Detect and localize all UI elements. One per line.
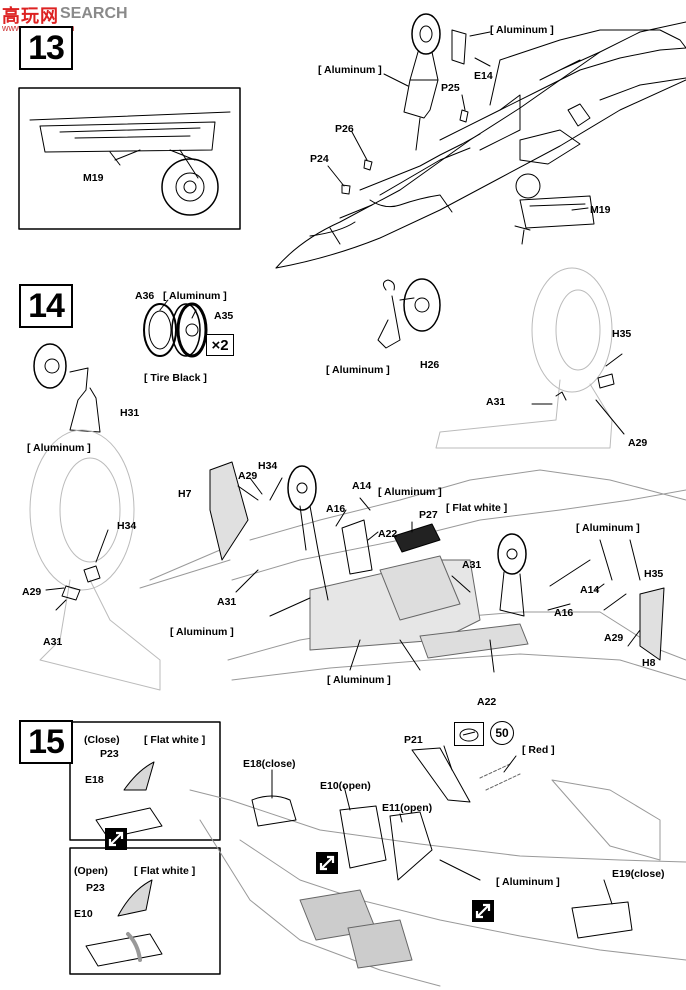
swap-arrow-icon: [105, 828, 127, 850]
label-part-a16: A16: [554, 607, 574, 619]
label-part-a22: A22: [477, 696, 497, 708]
label-part-h34: H34: [117, 520, 137, 532]
label-aluminum: [ Aluminum ]: [496, 876, 560, 888]
watermark-site: 高玩网: [2, 6, 59, 26]
label-flat-white: [ Flat white ]: [446, 502, 508, 514]
label-part-e18-close: E18(close): [243, 758, 296, 770]
step13-inset: [18, 87, 241, 230]
label-part-e19-close: E19(close): [612, 868, 665, 880]
label-part-a31: A31: [43, 636, 63, 648]
label-part-a31: A31: [217, 596, 237, 608]
label-part-e10-open: E10(open): [320, 780, 371, 792]
label-part-e11-open: E11(open): [382, 802, 433, 814]
label-part-p23: P23: [100, 748, 119, 760]
label-part-h35: H35: [644, 568, 664, 580]
label-part-e18: E18: [85, 774, 104, 786]
quantity-multiplier: ×2: [206, 334, 234, 356]
label-part-m19: M19: [590, 204, 611, 216]
label-part-a14: A14: [580, 584, 600, 596]
label-part-a22: A22: [378, 528, 398, 540]
label-part-h35: H35: [612, 328, 632, 340]
label-aluminum: [ Aluminum ]: [318, 64, 382, 76]
label-part-p23: P23: [86, 882, 105, 894]
label-tire-black: [ Tire Black ]: [144, 372, 207, 384]
decal-number-badge: 50: [490, 721, 514, 745]
label-aluminum: [ Aluminum ]: [27, 442, 91, 454]
label-part-a29: A29: [22, 586, 42, 598]
decal-icon: [454, 722, 484, 746]
step-number-14: 14: [19, 284, 73, 328]
label-part-a16: A16: [326, 503, 346, 515]
label-part-p27: P27: [419, 509, 438, 521]
label-part-a14: A14: [352, 480, 372, 492]
label-part-a31: A31: [486, 396, 506, 408]
swap-arrow-icon: [316, 852, 338, 874]
label-aluminum: [ Aluminum ]: [576, 522, 640, 534]
label-part-a29: A29: [604, 632, 624, 644]
label-part-a35: A35: [214, 310, 234, 322]
label-part-a36: A36: [135, 290, 155, 302]
step-number-13: 13: [19, 26, 73, 70]
label-flat-white: [ Flat white ]: [134, 865, 196, 877]
label-aluminum: [ Aluminum ]: [163, 290, 227, 302]
label-aluminum: [ Aluminum ]: [326, 364, 390, 376]
label-part-a29: A29: [238, 470, 258, 482]
label-aluminum: [ Aluminum ]: [378, 486, 442, 498]
label-part-a29: A29: [628, 437, 648, 449]
label-flat-white: [ Flat white ]: [144, 734, 206, 746]
step-number-15: 15: [19, 720, 73, 764]
watermark-brand: SEARCH: [60, 5, 128, 22]
label-aluminum: [ Aluminum ]: [170, 626, 234, 638]
label-part-e10: E10: [74, 908, 93, 920]
label-part-p21: P21: [404, 734, 423, 746]
swap-arrow-icon: [472, 900, 494, 922]
label-part-a31: A31: [462, 559, 482, 571]
label-aluminum: [ Aluminum ]: [490, 24, 554, 36]
label-part-h34: H34: [258, 460, 278, 472]
label-aluminum: [ Aluminum ]: [327, 674, 391, 686]
label-part-e14: E14: [474, 70, 493, 82]
label-part-p26: P26: [335, 123, 354, 135]
label-red: [ Red ]: [522, 744, 555, 756]
label-part-h31: H31: [120, 407, 140, 419]
label-part-h7: H7: [178, 488, 192, 500]
label-open: (Open): [74, 865, 108, 877]
label-part-h8: H8: [642, 657, 656, 669]
label-part-m19: M19: [83, 172, 104, 184]
label-close: (Close): [84, 734, 120, 746]
label-part-p24: P24: [310, 153, 329, 165]
label-part-h26: H26: [420, 359, 440, 371]
label-part-p25: P25: [441, 82, 460, 94]
